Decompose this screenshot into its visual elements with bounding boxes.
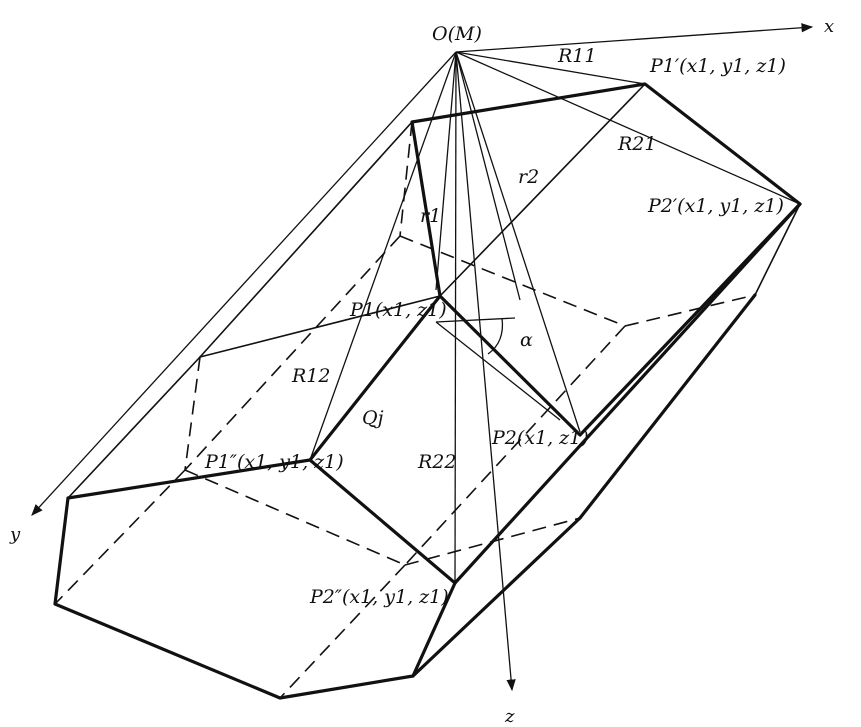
P2-prime-label: P2′(x1, y1, z1)	[647, 195, 784, 217]
P1-double-prime-label: P1″(x1, y1, z1)	[204, 451, 344, 473]
y-axis-label: y	[9, 524, 21, 545]
x-axis-label: x	[824, 16, 834, 37]
alpha-label: α	[520, 329, 533, 351]
Qj-label: Qj	[362, 407, 384, 429]
r1-label: r1	[420, 205, 441, 227]
y-axis	[31, 51, 457, 516]
P1-prime-label: P1′(x1, y1, z1)	[649, 55, 786, 77]
rays	[309, 51, 801, 584]
axes	[31, 23, 814, 692]
z-axis	[455, 51, 516, 692]
hidden-edges	[54, 121, 756, 699]
P2-label: P2(x1, z1)	[491, 427, 589, 449]
P2-double-prime-label: P2″(x1, y1, z1)	[309, 586, 449, 608]
r2-label: r2	[518, 166, 539, 188]
x-axis	[455, 23, 814, 53]
R12-label: R12	[291, 365, 330, 387]
R11-label: R11	[557, 45, 596, 67]
R21-label: R21	[617, 133, 656, 155]
labels: O(M) x y z R11 R21 R12 R22 r1 r2 α Qj P1…	[9, 16, 834, 727]
z-axis-label: z	[504, 706, 515, 727]
R22-label: R22	[417, 451, 456, 473]
P1-label: P1(x1, z1)	[349, 299, 447, 321]
origin-label: O(M)	[432, 23, 482, 45]
